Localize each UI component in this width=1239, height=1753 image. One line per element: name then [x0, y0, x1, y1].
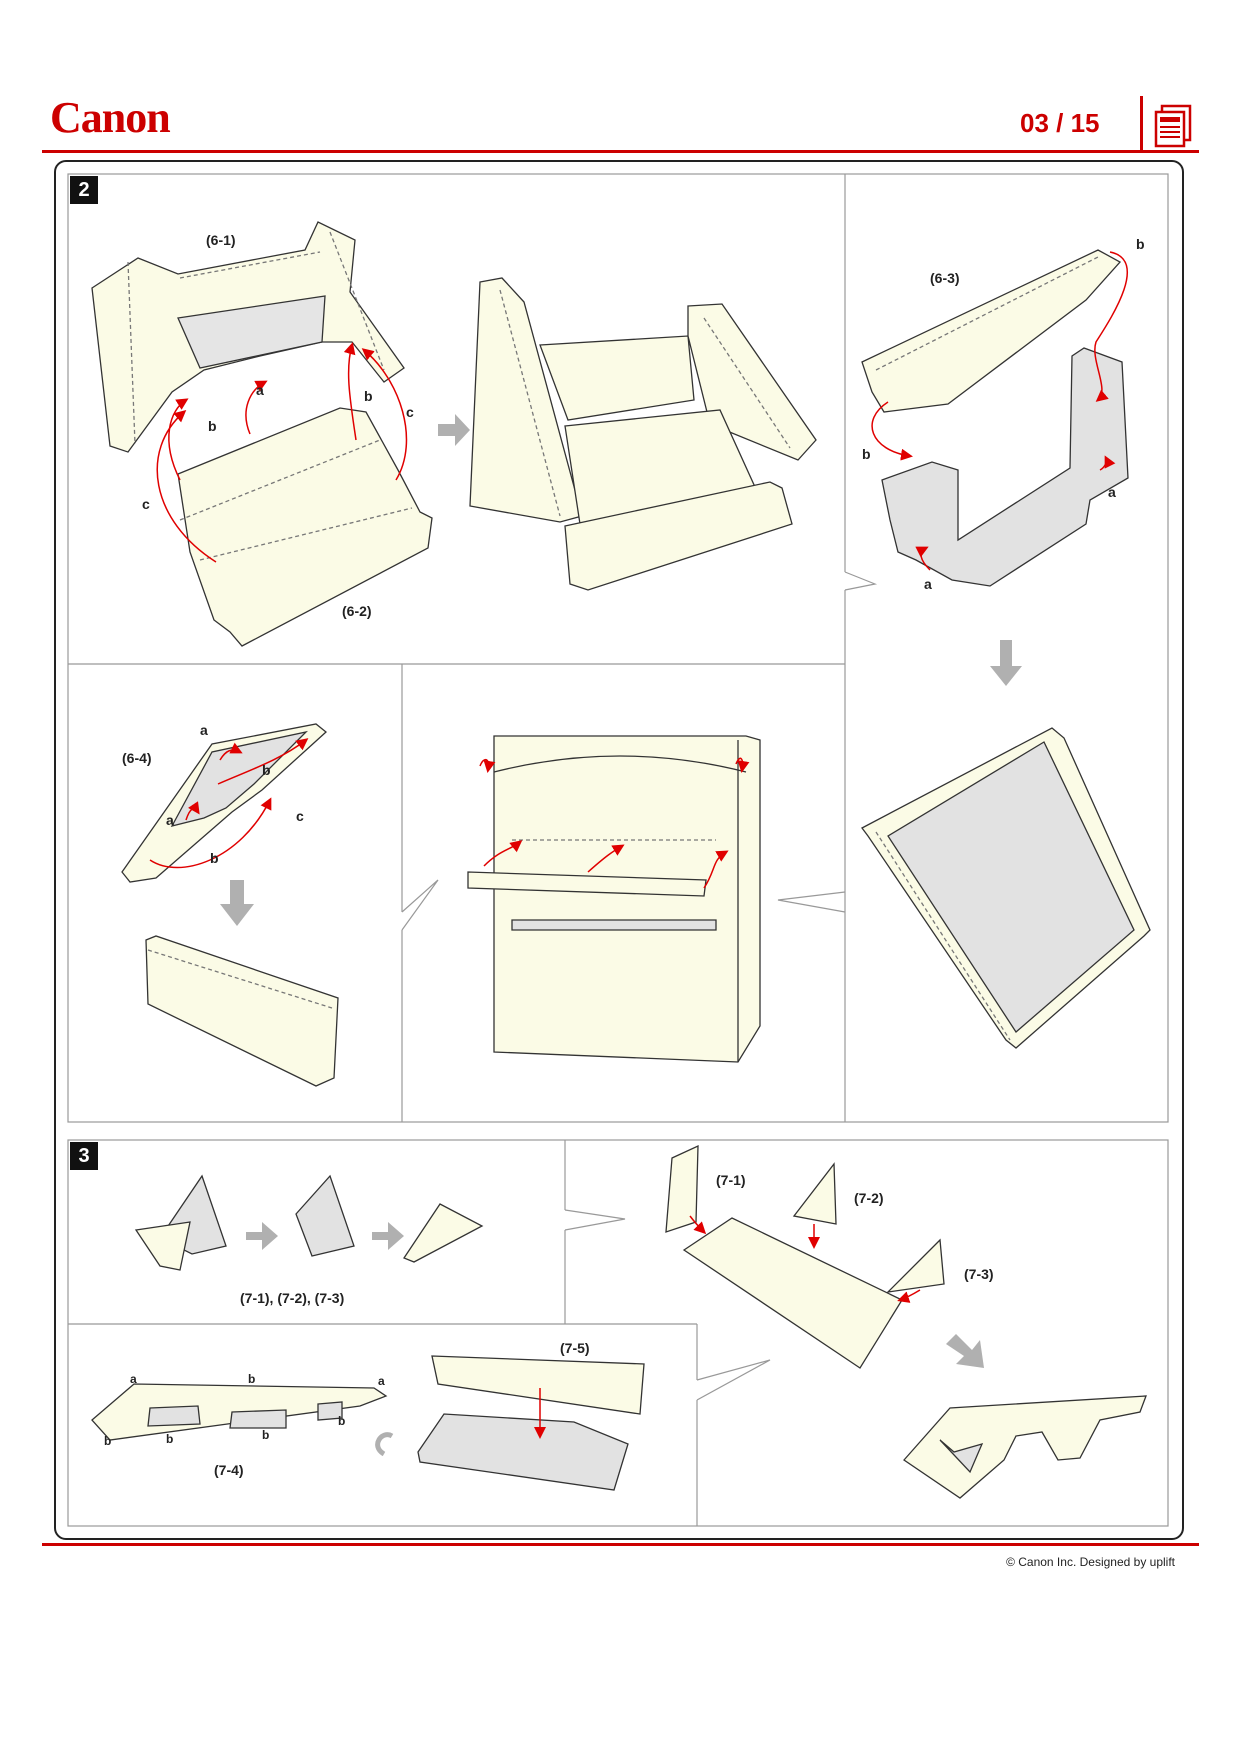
label-6-3: (6-3): [930, 270, 960, 286]
fold-label-a: a: [924, 576, 932, 592]
grey-arrow-down: [990, 640, 1022, 686]
fold-label-a: a: [1108, 484, 1116, 500]
part-6-3-illustration: [861, 249, 1129, 587]
step2-panels: [67, 173, 1169, 1123]
canon-logo: Canon: [50, 93, 171, 142]
part-6-1-arrows: [156, 342, 408, 563]
fold-label-a: a: [166, 812, 174, 828]
fold-label-b: b: [210, 850, 219, 866]
bookshelf-arrows: [479, 757, 750, 889]
label-7-3: (7-3): [964, 1266, 994, 1282]
fold-label-b: b: [338, 1414, 346, 1428]
assembled-box-illustration: [469, 277, 817, 591]
shelf-7-5-illustration: [375, 1355, 645, 1491]
fold-label-a: a: [200, 722, 208, 738]
fold-label-b: b: [104, 1434, 112, 1448]
page-number: 03 / 15: [1020, 108, 1100, 138]
bench-assembly-illustration: [665, 1144, 1147, 1499]
part-6-1-illustration: [91, 221, 405, 453]
fold-label-b: b: [248, 1372, 256, 1386]
fold-label-b: b: [262, 762, 271, 778]
copyright: © Canon Inc. Designed by uplift: [1006, 1555, 1175, 1569]
label-6-2: (6-2): [342, 603, 372, 619]
fold-label-b: b: [364, 388, 373, 404]
grey-arrow-diagonal: [946, 1334, 984, 1368]
document-icon[interactable]: [1153, 104, 1193, 148]
step3-panels: [67, 1139, 1169, 1527]
grey-arrow-right: [438, 414, 470, 446]
label-6-1: (6-1): [206, 232, 236, 248]
fold-label-a: a: [130, 1372, 137, 1386]
triangle-fold-sequence: [134, 1174, 484, 1271]
back-panel-illustration: [861, 727, 1151, 1049]
fold-label-c: c: [296, 808, 304, 824]
instruction-frame: [54, 160, 1184, 1540]
step-3-badge: 3: [70, 1142, 98, 1170]
fold-label-b: b: [166, 1432, 174, 1446]
bookshelf-illustration: [467, 735, 761, 1063]
fold-label-b: b: [262, 1428, 270, 1442]
part-6-2-illustration: [177, 407, 433, 647]
label-7-1: (7-1): [716, 1172, 746, 1188]
fold-label-b: b: [862, 446, 871, 462]
fold-label-c: c: [406, 404, 414, 420]
fold-label-b: b: [208, 418, 217, 434]
step3-arrows: [534, 1215, 921, 1439]
footer-rule: [42, 1543, 1199, 1546]
part-6-4-illustration: [121, 723, 328, 883]
fold-label-c: c: [142, 496, 150, 512]
step-2-badge: 2: [70, 176, 98, 204]
part-6-3-arrows: [871, 251, 1129, 571]
fold-label-a: a: [256, 382, 264, 398]
label-7-123: (7-1), (7-2), (7-3): [240, 1290, 345, 1306]
label-7-5: (7-5): [560, 1340, 590, 1356]
part-6-4-arrows: [149, 738, 309, 869]
label-6-4: (6-4): [122, 750, 152, 766]
grey-arrow-down-2: [220, 880, 254, 926]
part-6-4-folded: [145, 935, 339, 1087]
fold-label-b: b: [1136, 236, 1145, 252]
header-rule: [42, 150, 1199, 153]
fold-label-a: a: [378, 1374, 385, 1388]
label-7-2: (7-2): [854, 1190, 884, 1206]
header-divider: [1140, 96, 1143, 152]
shelf-7-4-illustration: [91, 1383, 388, 1441]
label-7-4: (7-4): [214, 1462, 244, 1478]
